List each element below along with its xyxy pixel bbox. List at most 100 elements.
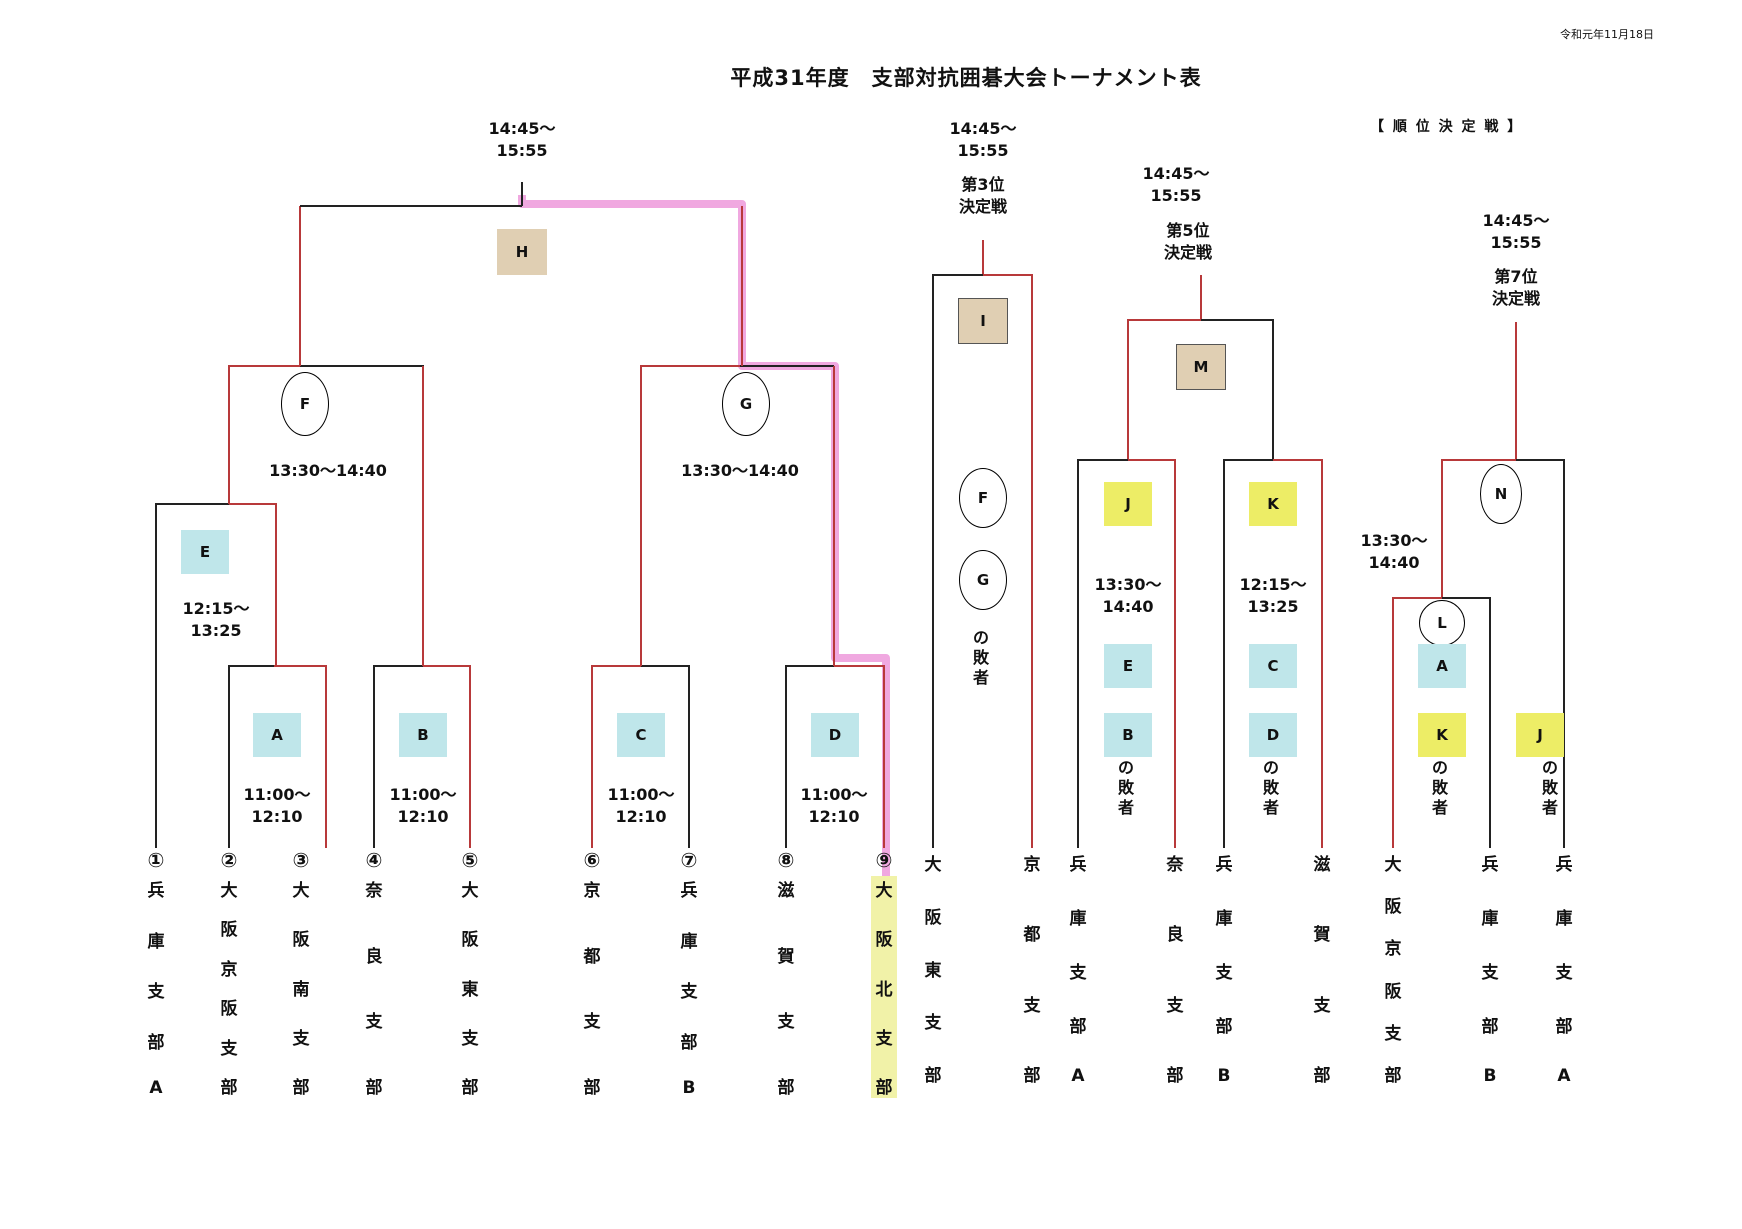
match-I-box: I bbox=[958, 298, 1008, 344]
team-name-char: 奈 bbox=[1166, 855, 1184, 875]
label-third: 第3位 決定戦 bbox=[958, 175, 1008, 216]
team-name-char: 支 bbox=[924, 1013, 942, 1034]
team-name-char: 部 bbox=[1023, 1065, 1041, 1086]
team-name-char: 阪 bbox=[924, 907, 942, 928]
loser-label-L: の敗者 bbox=[1431, 758, 1448, 817]
team-name-char: 良 bbox=[1166, 925, 1184, 946]
match-L-oval: L bbox=[1419, 600, 1465, 646]
team-name: 大阪東支部 bbox=[457, 876, 483, 1098]
team-number: ⑤ bbox=[461, 848, 479, 872]
team-name-char: 大 bbox=[875, 881, 893, 901]
match-K-box: K bbox=[1249, 482, 1297, 526]
team-name-char: 部 bbox=[1215, 1017, 1233, 1037]
loser-label-N: の敗者 bbox=[1541, 758, 1558, 817]
time-fifth: 14:45～ 15:55 bbox=[1142, 164, 1210, 205]
team-number: ① bbox=[147, 848, 165, 872]
team-name-char: 支 bbox=[1023, 995, 1041, 1016]
team-name-char: 北 bbox=[875, 979, 893, 1000]
team-name-char: 部 bbox=[1069, 1017, 1087, 1037]
team-name-char: 部 bbox=[875, 1078, 893, 1098]
time-J: 13:30～ 14:40 bbox=[1094, 575, 1162, 616]
match-G-oval: G bbox=[722, 372, 770, 436]
team-name: 滋賀支部 bbox=[773, 876, 799, 1098]
team-name-char: 京 bbox=[220, 959, 238, 980]
time-F: 13:30～14:40 bbox=[269, 461, 387, 480]
team-name-char: 庫 bbox=[1555, 909, 1573, 929]
team-name-char: 支 bbox=[1481, 963, 1499, 983]
time-E: 12:15～ 13:25 bbox=[182, 599, 250, 640]
team-name-char: A bbox=[1557, 1066, 1571, 1086]
team-number: ② bbox=[220, 848, 238, 872]
placement-team: 京都支部 bbox=[1019, 850, 1045, 1086]
team-name-char: 部 bbox=[583, 1077, 601, 1098]
team-name-char: 部 bbox=[1166, 1065, 1184, 1086]
team-name-char: 阪 bbox=[1384, 897, 1402, 918]
team-number: ⑨ bbox=[875, 848, 893, 872]
match-B-box: B bbox=[399, 713, 447, 757]
team-name-char: A bbox=[1071, 1066, 1085, 1086]
loser-label-I: の敗者 bbox=[972, 628, 989, 687]
team-name-char: 支 bbox=[583, 1012, 601, 1033]
team-name-char: 阪 bbox=[461, 930, 479, 951]
team-name-char: 部 bbox=[1313, 1065, 1331, 1086]
team-name-char: 大 bbox=[1384, 855, 1402, 875]
team-name-char: 支 bbox=[1313, 995, 1331, 1016]
time-final: 14:45～ 15:55 bbox=[488, 119, 556, 160]
loser-A-box: A bbox=[1418, 644, 1466, 688]
team-name-char: 部 bbox=[1384, 1065, 1402, 1086]
team-number: ⑥ bbox=[583, 848, 601, 872]
label-fifth: 第5位 決定戦 bbox=[1163, 221, 1213, 262]
team-name-char: 支 bbox=[680, 982, 698, 1002]
page-title: 平成31年度 支部対抗囲碁大会トーナメント表 bbox=[730, 66, 1202, 90]
team-name-char: 大 bbox=[220, 881, 238, 901]
main-bracket bbox=[155, 182, 885, 848]
team-name-char: 支 bbox=[461, 1028, 479, 1049]
team-name-char: 部 bbox=[220, 1077, 238, 1098]
match-H-box: H bbox=[497, 229, 547, 275]
team-name-char: 庫 bbox=[147, 931, 165, 952]
team-name-char: 部 bbox=[777, 1077, 795, 1098]
time-C: 11:00～ 12:10 bbox=[607, 785, 675, 826]
team-number: ⑦ bbox=[680, 848, 698, 872]
loser-label-K: の敗者 bbox=[1262, 758, 1279, 817]
match-J-box: J bbox=[1104, 482, 1152, 526]
team-name-char: 阪 bbox=[220, 920, 238, 941]
loser-C-box: C bbox=[1249, 644, 1297, 688]
match-M-box: M bbox=[1176, 344, 1226, 390]
team-name-char: 部 bbox=[147, 1032, 165, 1053]
team-name-char: 支 bbox=[1069, 963, 1087, 983]
team-name-char: 支 bbox=[1215, 963, 1233, 983]
team-name-char: A bbox=[149, 1078, 163, 1098]
team-name-char: 支 bbox=[292, 1028, 310, 1049]
team-name-char: 支 bbox=[1384, 1023, 1402, 1044]
team-name-char: 支 bbox=[875, 1028, 893, 1049]
team-name-char: 都 bbox=[1023, 925, 1041, 946]
team-name-char: 賀 bbox=[777, 946, 795, 967]
time-B: 11:00～ 12:10 bbox=[389, 785, 457, 826]
highlight-path bbox=[518, 195, 890, 1060]
team-name-char: 京 bbox=[1023, 855, 1041, 875]
match-C-box: C bbox=[617, 713, 665, 757]
team-name-char: 部 bbox=[924, 1066, 942, 1086]
time-seventh: 14:45～ 15:55 bbox=[1482, 211, 1550, 252]
loser-K-box: K bbox=[1418, 713, 1466, 757]
match-E-box: E bbox=[181, 530, 229, 574]
document-date: 令和元年11月18日 bbox=[1560, 28, 1654, 41]
time-D: 11:00～ 12:10 bbox=[800, 785, 868, 826]
team-name-char: 支 bbox=[777, 1012, 795, 1033]
placement-team: 奈良支部 bbox=[1162, 850, 1188, 1086]
team-name-char: 賀 bbox=[1313, 925, 1331, 946]
time-L: 13:30～ 14:40 bbox=[1360, 531, 1428, 572]
team-name-char: 阪 bbox=[875, 930, 893, 951]
team-name-char: 奈 bbox=[365, 881, 383, 901]
team-number: ④ bbox=[365, 848, 383, 872]
placement-team: 大阪京阪支部 bbox=[1380, 850, 1406, 1086]
team-name-char: 兵 bbox=[680, 881, 698, 901]
team-name-char: 阪 bbox=[292, 930, 310, 951]
